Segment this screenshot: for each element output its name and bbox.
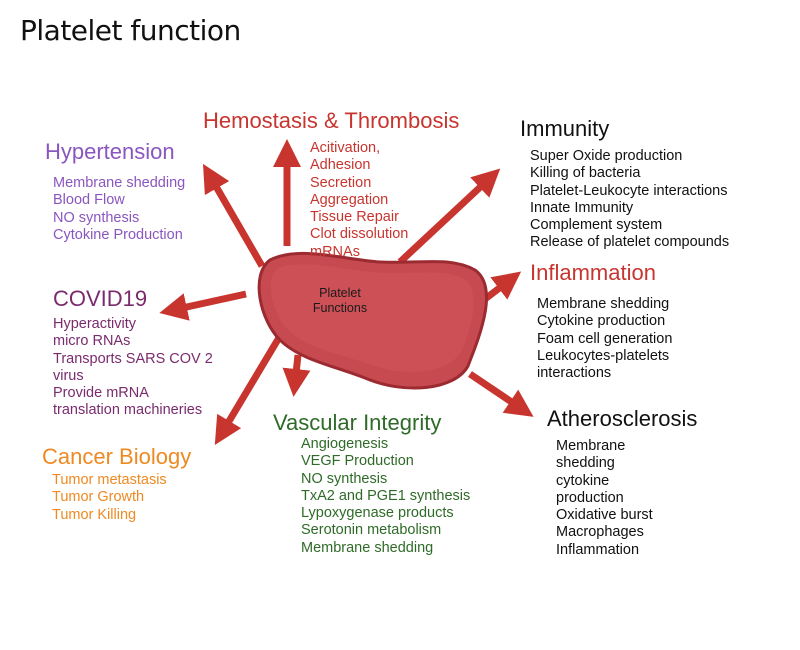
section-heading: Immunity bbox=[520, 116, 610, 141]
list-item: Innate Immunity bbox=[530, 199, 634, 216]
list-item: micro RNAs bbox=[53, 333, 131, 350]
section-heading: Vascular Integrity bbox=[273, 410, 442, 435]
section-items: Hyperactivity micro RNAs Transports SARS… bbox=[53, 316, 213, 420]
list-item: Platelet-Leukocyte interactions bbox=[530, 182, 728, 199]
list-item: Tumor Killing bbox=[52, 506, 137, 523]
list-item: Foam cell generation bbox=[537, 330, 673, 347]
section-covid19: COVID19 Hyperactivity micro RNAs Transpo… bbox=[53, 286, 213, 420]
section-items: Angiogenesis VEGF Production NO synthesi… bbox=[301, 436, 470, 557]
list-item: Adhesion bbox=[310, 157, 371, 174]
section-heading: Inflammation bbox=[530, 260, 656, 285]
arrow-to-vascular bbox=[282, 354, 311, 397]
list-item: Provide mRNA bbox=[53, 385, 149, 402]
list-item: Aggregation bbox=[310, 191, 389, 208]
section-heading: Hemostasis & Thrombosis bbox=[203, 108, 460, 133]
list-item: Transports SARS COV 2 bbox=[53, 350, 213, 367]
list-item: Tumor Growth bbox=[52, 489, 145, 506]
section-items: Membrane shedding Cytokine production Fo… bbox=[537, 296, 672, 382]
page-title: Platelet function bbox=[20, 14, 241, 47]
list-item: virus bbox=[53, 367, 84, 384]
list-item: Oxidative burst bbox=[556, 507, 653, 524]
list-item: Release of platelet compounds bbox=[530, 234, 730, 251]
list-item: NO synthesis bbox=[53, 209, 140, 226]
list-item: TxA2 and PGE1 synthesis bbox=[301, 487, 471, 504]
section-heading: COVID19 bbox=[53, 286, 148, 311]
section-items: Membrane shedding Blood Flow NO synthesi… bbox=[53, 175, 185, 244]
list-item: Lypoxygenase products bbox=[301, 505, 454, 522]
section-immunity: Immunity Super Oxide production Killing … bbox=[520, 116, 729, 252]
list-item: shedding bbox=[556, 455, 615, 472]
section-vascular-integrity: Vascular Integrity Angiogenesis VEGF Pro… bbox=[273, 410, 470, 557]
arrow-to-atherosclerosis bbox=[468, 371, 534, 417]
list-item: Membrane shedding bbox=[53, 175, 186, 191]
list-item: Tissue Repair bbox=[310, 209, 399, 226]
platelet-label: Platelet Functions bbox=[300, 286, 380, 316]
list-item: production bbox=[556, 489, 624, 506]
arrow-to-cancer bbox=[214, 334, 284, 446]
list-item: interactions bbox=[537, 365, 612, 382]
list-item: Complement system bbox=[530, 217, 663, 234]
platelet-highlight bbox=[270, 264, 474, 372]
section-heading: Cancer Biology bbox=[42, 444, 192, 469]
list-item: Clot dissolution bbox=[310, 226, 409, 243]
platelet-cell bbox=[257, 251, 488, 390]
list-item: NO synthesis bbox=[301, 470, 388, 487]
section-inflammation: Inflammation Membrane shedding Cytokine … bbox=[530, 260, 672, 382]
list-item: Membrane bbox=[556, 438, 626, 454]
section-cancer-biology: Cancer Biology Tumor metastasis Tumor Gr… bbox=[42, 444, 191, 524]
list-item: Secretion bbox=[310, 174, 372, 191]
list-item: Killing of bacteria bbox=[530, 165, 641, 182]
platelet-label-line2: Functions bbox=[312, 301, 368, 315]
section-items: Acitivation, Adhesion Secretion Aggregat… bbox=[310, 140, 459, 261]
list-item: Membrane shedding bbox=[301, 539, 434, 556]
list-item: Membrane shedding bbox=[537, 296, 670, 312]
arrow-to-covid bbox=[159, 290, 247, 321]
section-heading: Hypertension bbox=[45, 139, 175, 164]
list-item: translation machineries bbox=[53, 402, 203, 419]
section-items: Membrane shedding cytokine production Ox… bbox=[556, 438, 697, 559]
arrow-to-hypertension bbox=[202, 163, 266, 268]
list-item: Macrophages bbox=[556, 524, 644, 541]
section-hypertension: Hypertension Membrane shedding Blood Flo… bbox=[45, 139, 185, 244]
list-item: Blood Flow bbox=[53, 192, 125, 209]
list-item: Leukocytes-platelets bbox=[537, 347, 670, 364]
list-item: mRNAs bbox=[310, 243, 360, 260]
list-item: Serotonin metabolism bbox=[301, 522, 442, 539]
arrow-to-immunity bbox=[397, 168, 501, 265]
list-item: Hyperactivity bbox=[53, 316, 136, 332]
list-item: VEGF Production bbox=[301, 453, 414, 470]
section-atherosclerosis: Atherosclerosis Membrane shedding cytoki… bbox=[547, 406, 697, 559]
list-item: Cytokine production bbox=[537, 313, 666, 330]
list-item: cytokine bbox=[556, 472, 610, 489]
list-item: Inflammation bbox=[556, 541, 640, 558]
list-item: Cytokine Production bbox=[53, 226, 183, 243]
platelet-label-line1: Platelet bbox=[319, 286, 361, 300]
section-heading: Atherosclerosis bbox=[547, 406, 698, 431]
section-hemostasis: Hemostasis & Thrombosis Acitivation, Adh… bbox=[203, 108, 459, 261]
list-item: Tumor metastasis bbox=[52, 472, 167, 488]
section-items: Tumor metastasis Tumor Growth Tumor Kill… bbox=[52, 472, 191, 524]
section-items: Super Oxide production Killing of bacter… bbox=[530, 148, 729, 252]
list-item: Acitivation, bbox=[310, 140, 381, 156]
list-item: Angiogenesis bbox=[301, 436, 389, 452]
list-item: Super Oxide production bbox=[530, 148, 683, 164]
